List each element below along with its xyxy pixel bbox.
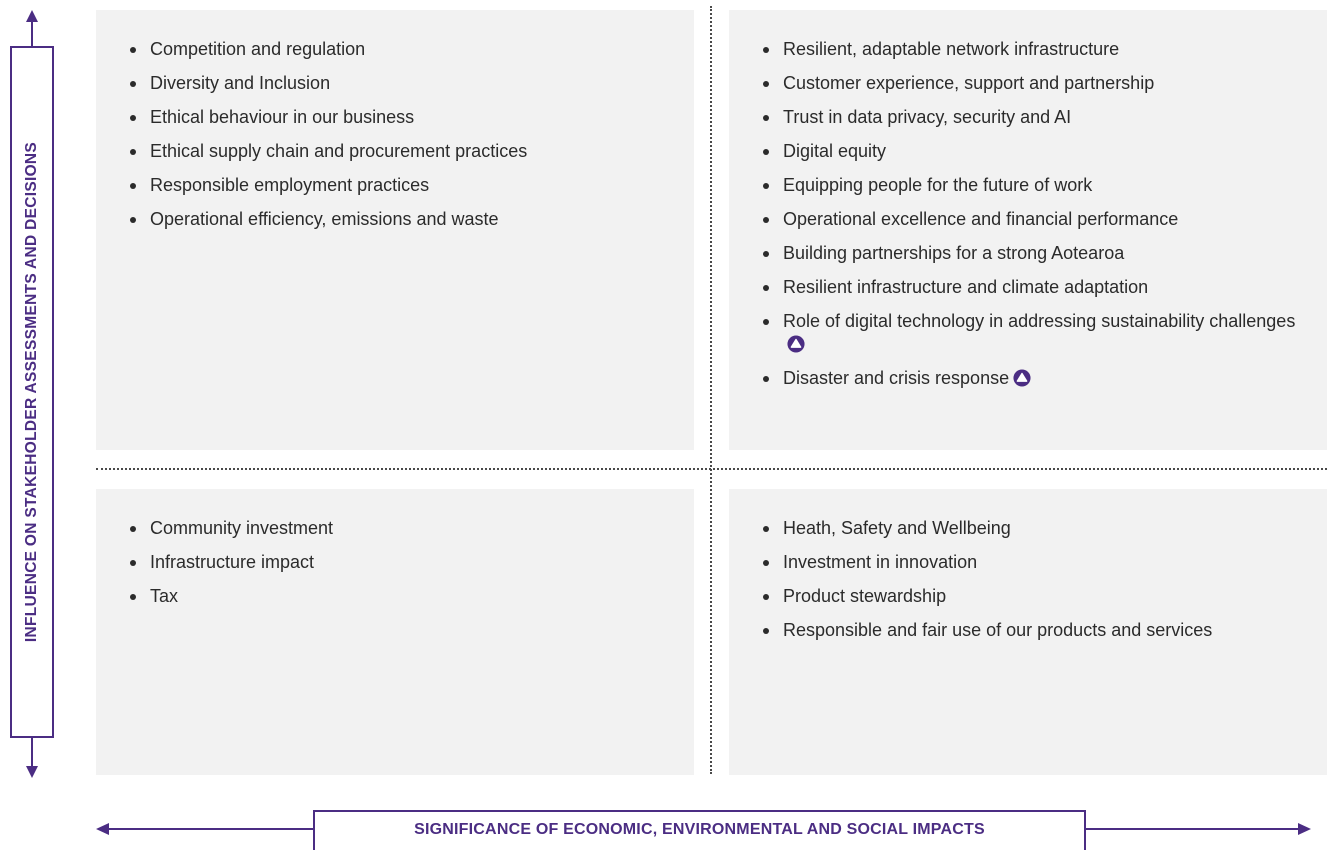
list-item: Digital equity <box>761 140 1307 163</box>
vertical-axis-label-box: INFLUENCE ON STAKEHOLDER ASSESSMENTS AND… <box>10 46 54 738</box>
triangle-circle-icon <box>1013 369 1031 387</box>
vertical-axis-line-top <box>31 20 33 46</box>
list-item-text: Disaster and crisis response <box>783 368 1010 388</box>
list-item-text: Product stewardship <box>783 586 947 606</box>
list-item-text: Trust in data privacy, security and AI <box>783 107 1072 127</box>
list-item-text: Diversity and Inclusion <box>150 73 331 93</box>
vertical-axis-line-bottom <box>31 738 33 768</box>
list-item: Ethical supply chain and procurement pra… <box>128 140 674 163</box>
triangle-circle-icon <box>787 335 805 353</box>
list-item: Trust in data privacy, security and AI <box>761 106 1307 129</box>
list-item-text: Resilient infrastructure and climate ada… <box>783 277 1149 297</box>
list-item: Competition and regulation <box>128 38 674 61</box>
horizontal-dotted-divider <box>96 468 1327 470</box>
list-item: Equipping people for the future of work <box>761 174 1307 197</box>
list-item-text: Infrastructure impact <box>150 552 315 572</box>
list-item-text: Role of digital technology in addressing… <box>783 311 1296 331</box>
list-item-text: Community investment <box>150 518 334 538</box>
list-item: Ethical behaviour in our business <box>128 106 674 129</box>
quadrant-top-right-list: Resilient, adaptable network infrastruct… <box>761 38 1307 401</box>
list-item: Investment in innovation <box>761 551 1307 574</box>
list-item: Infrastructure impact <box>128 551 674 574</box>
horizontal-axis-label: SIGNIFICANCE OF ECONOMIC, ENVIRONMENTAL … <box>414 821 985 838</box>
list-item: Product stewardship <box>761 585 1307 608</box>
list-item: Responsible employment practices <box>128 174 674 197</box>
list-item: Resilient, adaptable network infrastruct… <box>761 38 1307 61</box>
list-item: Building partnerships for a strong Aotea… <box>761 242 1307 265</box>
list-item-text: Responsible employment practices <box>150 175 430 195</box>
horizontal-axis-line-left <box>108 828 313 830</box>
list-item-text: Investment in innovation <box>783 552 978 572</box>
horizontal-axis-label-box: SIGNIFICANCE OF ECONOMIC, ENVIRONMENTAL … <box>313 810 1086 850</box>
list-item: Community investment <box>128 517 674 540</box>
horizontal-axis-line-right <box>1086 828 1298 830</box>
list-item-text: Heath, Safety and Wellbeing <box>783 518 1011 538</box>
list-item: Heath, Safety and Wellbeing <box>761 517 1307 540</box>
list-item-text: Operational efficiency, emissions and wa… <box>150 209 499 229</box>
list-item-text: Tax <box>150 586 179 606</box>
list-item-text: Ethical supply chain and procurement pra… <box>150 141 528 161</box>
list-item-text: Resilient, adaptable network infrastruct… <box>783 39 1120 59</box>
list-item-text: Ethical behaviour in our business <box>150 107 415 127</box>
horizontal-axis-arrow-left <box>96 823 109 835</box>
list-item-text: Building partnerships for a strong Aotea… <box>783 243 1125 263</box>
list-item: Diversity and Inclusion <box>128 72 674 95</box>
vertical-axis-arrow-down <box>26 766 38 778</box>
horizontal-axis-arrow-right <box>1298 823 1311 835</box>
vertical-axis-label: INFLUENCE ON STAKEHOLDER ASSESSMENTS AND… <box>23 141 40 643</box>
vertical-dotted-divider <box>710 6 712 774</box>
list-item: Responsible and fair use of our products… <box>761 619 1307 642</box>
list-item: Operational excellence and financial per… <box>761 208 1307 231</box>
list-item-text: Responsible and fair use of our products… <box>783 620 1213 640</box>
quadrant-top-right: Resilient, adaptable network infrastruct… <box>729 10 1327 450</box>
list-item-text: Digital equity <box>783 141 887 161</box>
list-item-text: Competition and regulation <box>150 39 366 59</box>
list-item: Operational efficiency, emissions and wa… <box>128 208 674 231</box>
list-item-text: Equipping people for the future of work <box>783 175 1093 195</box>
list-item: Role of digital technology in addressing… <box>761 310 1307 356</box>
list-item: Tax <box>128 585 674 608</box>
list-item: Disaster and crisis response <box>761 367 1307 390</box>
list-item-text: Customer experience, support and partner… <box>783 73 1155 93</box>
list-item-text: Operational excellence and financial per… <box>783 209 1179 229</box>
list-item: Customer experience, support and partner… <box>761 72 1307 95</box>
list-item: Resilient infrastructure and climate ada… <box>761 276 1307 299</box>
vertical-axis-arrow-up <box>26 10 38 22</box>
